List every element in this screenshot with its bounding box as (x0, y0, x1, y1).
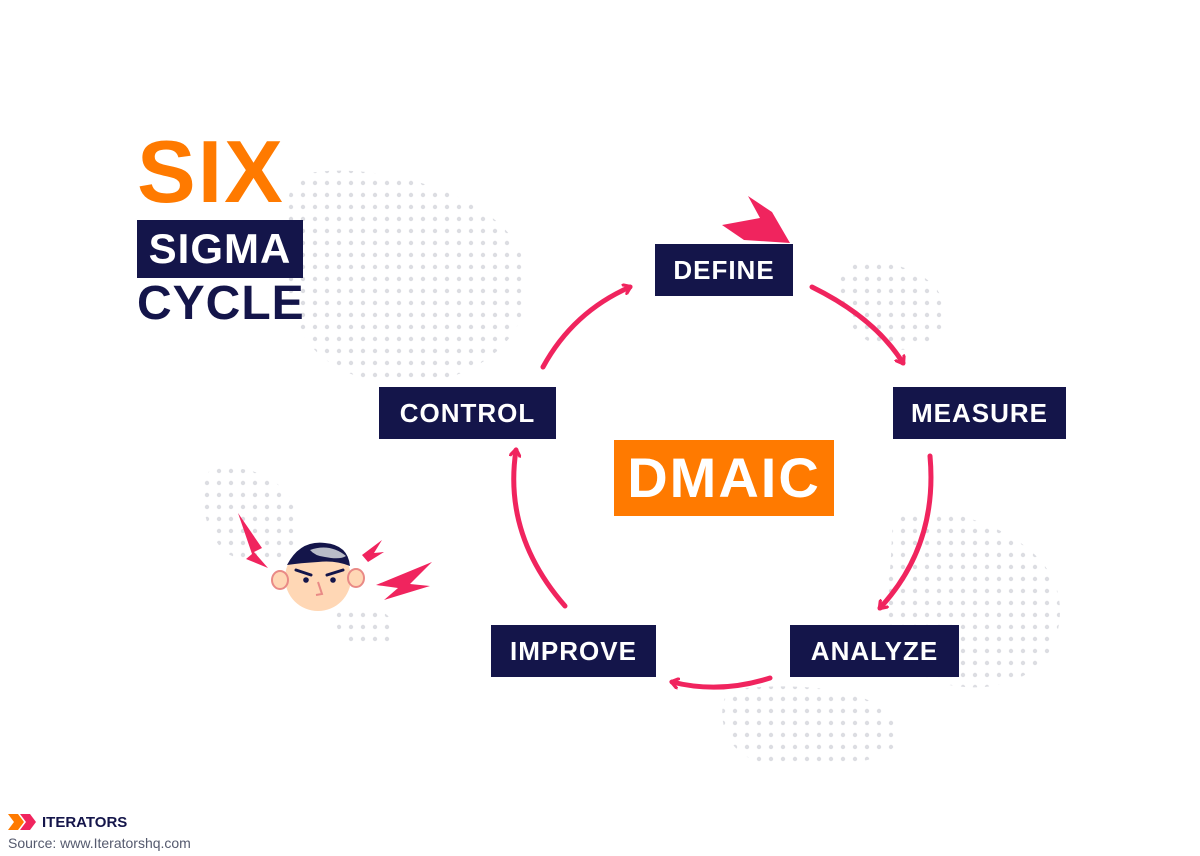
dmaic-label: DMAIC (614, 440, 834, 516)
arrow-improve-to-control (514, 450, 568, 609)
title-six: SIX (137, 122, 285, 221)
step-analyze: ANALYZE (790, 625, 959, 677)
step-control: CONTROL (379, 387, 556, 439)
step-define: DEFINE (655, 244, 793, 296)
arrow-control-to-define (540, 287, 630, 370)
arrow-define-to-measure (809, 284, 903, 366)
source-credit: Source: www.Iteratorshq.com (8, 835, 191, 851)
iterators-logo-icon (8, 814, 36, 830)
step-improve: IMPROVE (491, 625, 656, 677)
grumpy-face-icon (238, 513, 432, 611)
arrow-measure-to-analyze (877, 453, 934, 611)
lightning-bolt-icon (722, 196, 790, 243)
title-cycle: CYCLE (137, 277, 305, 330)
brand-name: ITERATORS (42, 814, 128, 831)
arrow-analyze-to-improve (672, 675, 773, 690)
step-measure: MEASURE (893, 387, 1066, 439)
title-sigma: SIGMA (137, 220, 303, 278)
cycle-arrows (514, 284, 934, 690)
